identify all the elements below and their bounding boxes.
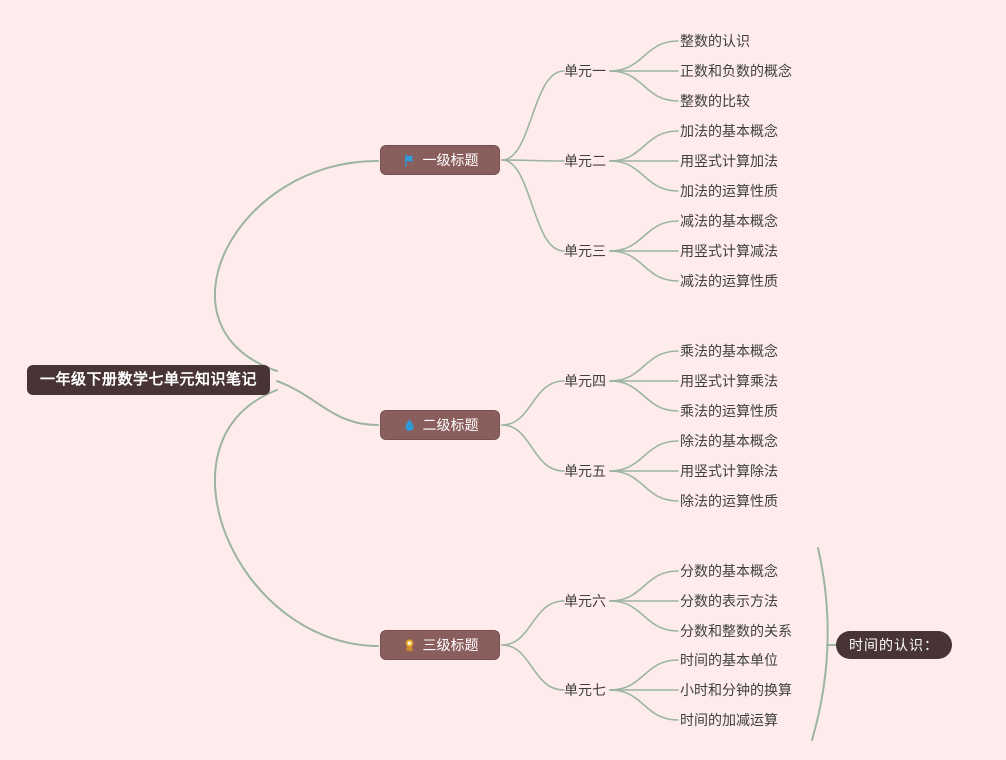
unit-node-1[interactable]: 单元一 xyxy=(564,63,606,79)
connector-line xyxy=(501,644,565,691)
leaf-node[interactable]: 整数的比较 xyxy=(680,93,750,109)
leaf-node[interactable]: 减法的运算性质 xyxy=(680,273,778,289)
leaf-node[interactable]: 用竖式计算除法 xyxy=(680,463,778,479)
branch-label: 三级标题 xyxy=(422,637,479,653)
leaf-node[interactable]: 除法的运算性质 xyxy=(680,493,778,509)
connector-line xyxy=(501,159,565,252)
unit-node-6[interactable]: 单元六 xyxy=(564,593,606,609)
unit-node-7[interactable]: 单元七 xyxy=(564,682,606,698)
branch-label: 一级标题 xyxy=(422,152,479,168)
summary-node[interactable]: 时间的认识： xyxy=(836,631,952,659)
leaf-node[interactable]: 用竖式计算加法 xyxy=(680,153,778,169)
leaf-node[interactable]: 正数和负数的概念 xyxy=(680,63,792,79)
connector-line xyxy=(501,424,565,472)
leaf-node[interactable]: 乘法的基本概念 xyxy=(680,343,778,359)
connector-line xyxy=(609,220,679,252)
connector-line xyxy=(501,159,565,162)
branch-node-level-2[interactable]: 二级标题 xyxy=(380,410,500,440)
leaf-node[interactable]: 分数的表示方法 xyxy=(680,593,778,609)
leaf-node[interactable]: 乘法的运算性质 xyxy=(680,403,778,419)
unit-node-3[interactable]: 单元三 xyxy=(564,243,606,259)
connector-line xyxy=(609,40,679,72)
connector-line xyxy=(213,389,379,647)
connector-line xyxy=(214,159,379,372)
leaf-node[interactable]: 小时和分钟的换算 xyxy=(680,682,792,698)
medal-icon xyxy=(402,638,417,653)
flag-icon xyxy=(402,153,417,168)
connector-line xyxy=(501,600,565,646)
connector-line xyxy=(609,350,679,382)
connector-line xyxy=(609,70,679,102)
connector-line xyxy=(609,380,679,412)
unit-node-4[interactable]: 单元四 xyxy=(564,373,606,389)
connector-line xyxy=(609,689,679,721)
connector-line xyxy=(276,380,379,426)
leaf-node[interactable]: 减法的基本概念 xyxy=(680,213,778,229)
leaf-node[interactable]: 时间的加减运算 xyxy=(680,712,778,728)
leaf-node[interactable]: 除法的基本概念 xyxy=(680,433,778,449)
connector-line xyxy=(609,130,679,162)
leaf-node[interactable]: 用竖式计算减法 xyxy=(680,243,778,259)
flame-icon xyxy=(402,418,417,433)
summary-bracket xyxy=(811,547,829,741)
connector-line xyxy=(501,380,565,426)
leaf-node[interactable]: 分数和整数的关系 xyxy=(680,623,792,639)
leaf-node[interactable]: 用竖式计算乘法 xyxy=(680,373,778,389)
leaf-node[interactable]: 时间的基本单位 xyxy=(680,652,778,668)
connector-line xyxy=(609,600,679,632)
branch-label: 二级标题 xyxy=(422,417,479,433)
root-node[interactable]: 一年级下册数学七单元知识笔记 xyxy=(27,365,271,395)
connector-line xyxy=(609,659,679,691)
connector-line xyxy=(609,470,679,502)
leaf-node[interactable]: 加法的基本概念 xyxy=(680,123,778,139)
connector-line xyxy=(609,570,679,602)
unit-node-5[interactable]: 单元五 xyxy=(564,463,606,479)
leaf-node[interactable]: 整数的认识 xyxy=(680,33,750,49)
connector-line xyxy=(609,160,679,192)
branch-node-level-3[interactable]: 三级标题 xyxy=(380,630,500,660)
leaf-node[interactable]: 加法的运算性质 xyxy=(680,183,778,199)
leaf-node[interactable]: 分数的基本概念 xyxy=(680,563,778,579)
connector-line xyxy=(609,440,679,472)
branch-node-level-1[interactable]: 一级标题 xyxy=(380,145,500,175)
connector-line xyxy=(501,70,565,161)
connector-line xyxy=(609,250,679,282)
unit-node-2[interactable]: 单元二 xyxy=(564,153,606,169)
